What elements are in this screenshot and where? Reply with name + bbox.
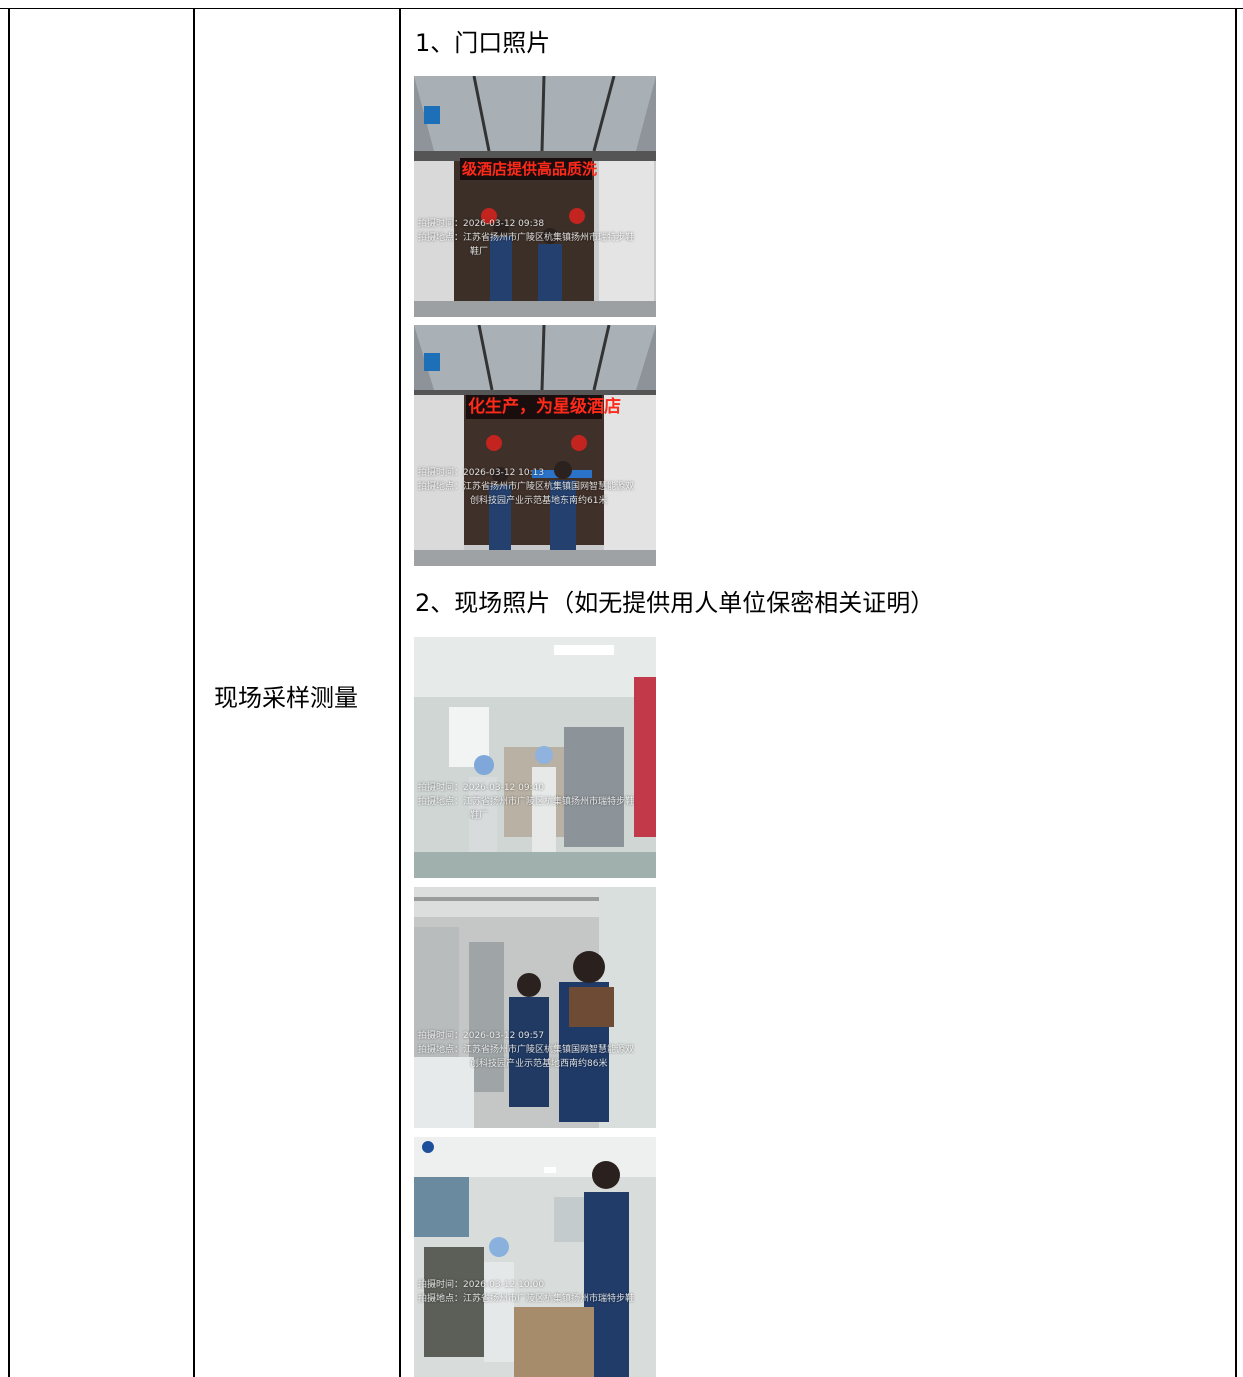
door-photo-1-sign: 级酒店提供高品质洗 (462, 160, 598, 178)
site-photo-3-image (414, 1137, 656, 1377)
column-divider-2 (399, 8, 401, 1377)
site-photo-3: 拍摄时间：2026-03-12 10:00 拍摄地点：江苏省扬州市广陵区杭集镇扬… (414, 1137, 656, 1377)
site-photo-2-timestamp: 拍摄时间：2026-03-12 09:57 (418, 1031, 545, 1041)
door-photo-1-location: 拍摄地点：江苏省扬州市广陵区杭集镇扬州市瑞特步鞋 (418, 233, 635, 243)
site-photo-2-location: 拍摄地点：江苏省扬州市广陵区杭集镇国网智慧能源双 (418, 1045, 635, 1055)
site-photo-2-image (414, 887, 656, 1128)
door-photo-1-timestamp: 拍摄时间：2026-03-12 09:38 (418, 219, 545, 229)
site-photo-1: 拍摄时间：2026-03-12 09:40 拍摄地点：江苏省扬州市广陵区杭集镇扬… (414, 637, 656, 878)
door-photo-2-location: 拍摄地点：江苏省扬州市广陵区杭集镇国网智慧能源双 (418, 482, 635, 492)
door-photo-1: 级酒店提供高品质洗 拍摄时间：2026-03-12 09:38 拍摄地点：江苏省… (414, 76, 656, 317)
table-left-border (8, 8, 10, 1377)
site-photo-1-location-cont: 鞋厂 (470, 811, 489, 821)
site-photo-3-location: 拍摄地点：江苏省扬州市广陵区杭集镇扬州市瑞特步鞋 (418, 1294, 635, 1304)
site-photo-1-location: 拍摄地点：江苏省扬州市广陵区杭集镇扬州市瑞特步鞋 (418, 797, 635, 807)
site-photo-1-image (414, 637, 656, 878)
door-photo-2-timestamp: 拍摄时间：2026-03-12 10:13 (418, 468, 545, 478)
column-divider-1 (193, 8, 195, 1377)
door-photo-2: 化生产，为星级酒店 拍摄时间：2026-03-12 10:13 拍摄地点：江苏省… (414, 325, 656, 566)
site-photo-2: 拍摄时间：2026-03-12 09:57 拍摄地点：江苏省扬州市广陵区杭集镇国… (414, 887, 656, 1128)
section-title-door-photos: 1、门口照片 (415, 29, 551, 57)
door-photo-1-image (414, 76, 656, 317)
table-right-border (1235, 8, 1237, 1377)
section-title-site-photos: 2、现场照片（如无提供用人单位保密相关证明） (415, 589, 935, 617)
door-photo-1-location-cont: 鞋厂 (470, 247, 489, 257)
site-photo-3-timestamp: 拍摄时间：2026-03-12 10:00 (418, 1280, 545, 1290)
table-top-border (0, 8, 1243, 9)
site-photo-1-timestamp: 拍摄时间：2026-03-12 09:40 (418, 783, 545, 793)
door-photo-2-image (414, 325, 656, 566)
door-photo-2-location-cont: 创科技园产业示范基地东南约61米 (470, 496, 608, 506)
door-photo-2-sign: 化生产，为星级酒店 (468, 397, 621, 417)
site-photo-2-location-cont: 创科技园产业示范基地西南约86米 (470, 1059, 608, 1069)
row-label: 现场采样测量 (214, 684, 358, 712)
